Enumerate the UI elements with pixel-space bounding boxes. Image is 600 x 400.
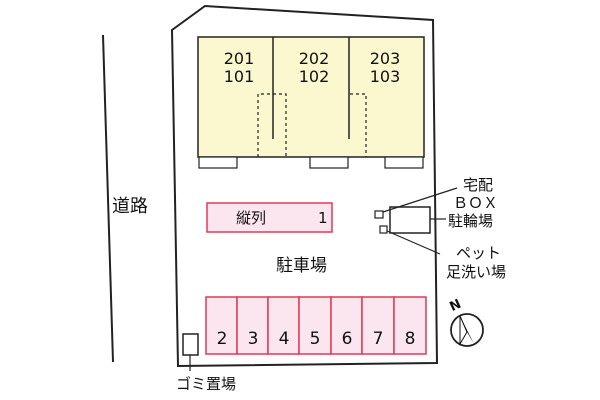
- parking-space-number: 2: [217, 329, 228, 349]
- parking-spaces: 2 3 4 5 6 7 8: [205, 296, 427, 355]
- unit-3-lower: 103: [370, 67, 401, 86]
- parking-space-number: 3: [248, 329, 259, 349]
- parking-space-number: 5: [310, 329, 321, 349]
- parking-space-number: 4: [279, 329, 290, 349]
- parking-space-number: 8: [405, 329, 416, 349]
- apartment-building: 201 101 202 102 203 103: [197, 36, 425, 169]
- parking-space: [298, 296, 332, 355]
- delivery-box: [374, 210, 384, 219]
- pet-wash-leader: [386, 230, 441, 255]
- bicycle-parking-label: 駐輪場: [448, 212, 493, 230]
- parking-space: [393, 296, 427, 355]
- parking-space-number: 6: [342, 329, 353, 349]
- parking-space: [236, 296, 269, 355]
- entrance-outline: [257, 93, 287, 157]
- balcony: [384, 156, 424, 169]
- compass-north-label: N: [447, 297, 463, 315]
- balcony: [198, 156, 238, 169]
- parking-space: [205, 296, 238, 355]
- pet-wash-station: [379, 225, 388, 234]
- tandem-parking-label: 縦列: [236, 209, 266, 227]
- parking-space: [361, 296, 395, 355]
- unit-3-upper: 203: [370, 49, 401, 68]
- unit-2-lower: 102: [299, 67, 330, 86]
- compass-needle-light: [459, 315, 468, 346]
- pet-wash-label-1: ペット: [456, 244, 501, 262]
- tandem-parking-number: 1: [318, 209, 328, 227]
- balcony: [309, 156, 349, 169]
- parking-space: [330, 296, 363, 355]
- building-outline: [197, 36, 425, 158]
- pet-wash-label-2: 足洗い場: [446, 263, 506, 281]
- parking-lot-label: 駐車場: [276, 256, 327, 276]
- road-line: [102, 34, 114, 363]
- north-arrow-icon: N: [447, 297, 484, 347]
- tandem-parking-rect: [206, 202, 333, 233]
- tandem-parking-space: 縦列 1: [206, 202, 333, 233]
- bicycle-parking-area: [389, 206, 431, 234]
- unit-2-upper: 202: [299, 49, 330, 68]
- unit-1-upper: 201: [224, 49, 255, 68]
- delivery-box-leader: [382, 187, 458, 213]
- parking-space-number: 7: [373, 329, 384, 349]
- unit-1-lower: 101: [224, 67, 255, 86]
- delivery-box-label-2: ＢＯＸ: [453, 194, 498, 212]
- garbage-label: ゴミ置場: [176, 375, 236, 393]
- delivery-box-label-1: 宅配: [463, 176, 493, 194]
- garbage-area: [182, 333, 199, 356]
- road-label: 道路: [112, 196, 148, 217]
